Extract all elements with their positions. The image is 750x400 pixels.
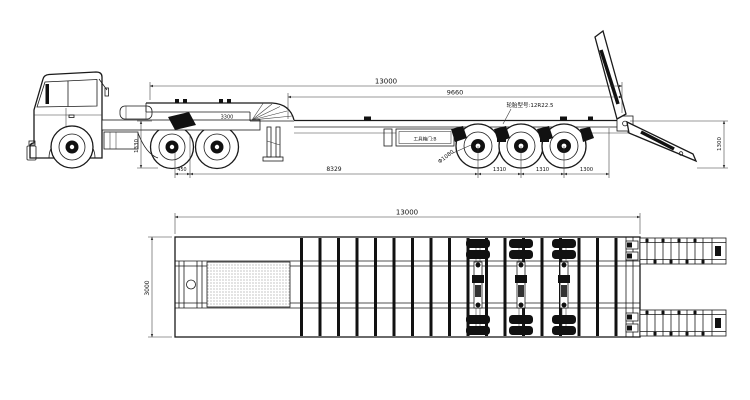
mirror (104, 87, 109, 97)
suspension-hanger (451, 126, 467, 142)
toolbox-label: 工具箱门:B (413, 135, 436, 142)
stake-pocket (364, 116, 371, 121)
front-wheel (50, 125, 94, 169)
landing-gear (262, 126, 284, 162)
front-bumper (26, 145, 37, 161)
door-handle (68, 114, 75, 118)
dim-front-deck-height: 1330 (134, 139, 140, 153)
plan-gooseneck (178, 261, 291, 308)
toolbox: 工具箱门:B (383, 128, 455, 147)
dim-overall-length-side: 13000 (375, 78, 397, 86)
gooseneck-rib-fan (249, 103, 294, 122)
equalizer (497, 138, 506, 142)
plan-ramp-top (625, 237, 727, 265)
tractor-rear-wheel-2 (194, 124, 240, 170)
plan-view-dimensions: 13000 3000 (144, 209, 641, 338)
headlight (28, 140, 36, 146)
dim-axle-gap-3: 1300 (580, 167, 593, 173)
suspension-hanger (580, 127, 594, 142)
dim-overall-length-plan: 13000 (396, 209, 418, 217)
ramp-tread-strip (599, 49, 620, 105)
dim-8329: 8329 (326, 166, 341, 173)
tire-diameter-label: Φ1080 (437, 149, 456, 165)
twist-lock (183, 99, 187, 103)
cab-pillar (45, 84, 49, 104)
kingpin (186, 279, 196, 290)
stake-pocket (560, 116, 567, 121)
twist-lock (219, 99, 223, 103)
ramp-tread-strip (640, 130, 675, 151)
dim-3300: 3300 (221, 115, 234, 121)
side-view: 工具箱门:B (26, 29, 728, 178)
plan-cross-members (300, 237, 634, 337)
plan-tread-plate (206, 261, 291, 308)
twist-lock (227, 99, 231, 103)
trailer-deck-side: 工具箱门:B (294, 116, 630, 147)
tractor-truck (26, 71, 261, 170)
ramp-hole (678, 151, 684, 156)
equalizer (540, 138, 549, 142)
dim-platform-length: 9660 (447, 89, 464, 97)
trailer-gooseneck (119, 99, 295, 162)
twist-lock (175, 99, 179, 103)
dim-axle-gap-1: 1310 (493, 167, 506, 173)
tire-model-label: 轮胎型号:12R22.5 (507, 101, 554, 109)
plan-view: 13000 3000 (144, 209, 727, 338)
tractor-rear-wheel-1 (149, 124, 195, 170)
trailer-wheels-side (451, 123, 594, 169)
gooseneck-front-beam (119, 105, 153, 120)
plan-axle-2 (509, 239, 533, 335)
stake-pocket (588, 116, 593, 121)
dim-450: 450 (177, 167, 186, 173)
side-skirt (103, 131, 139, 150)
plan-ramp-bottom (625, 309, 727, 337)
plan-axle-1 (466, 239, 490, 335)
fifth-wheel (168, 112, 196, 130)
mudflap-hose (137, 132, 159, 159)
rear-ramp-side (594, 29, 698, 163)
dim-rear-deck-height: 1300 (717, 137, 723, 151)
dim-overall-width: 3000 (144, 280, 151, 295)
gooseneck-drop-curve (271, 102, 295, 121)
plan-axle-3 (552, 239, 576, 335)
dim-axle-gap-2: 1310 (536, 167, 549, 173)
